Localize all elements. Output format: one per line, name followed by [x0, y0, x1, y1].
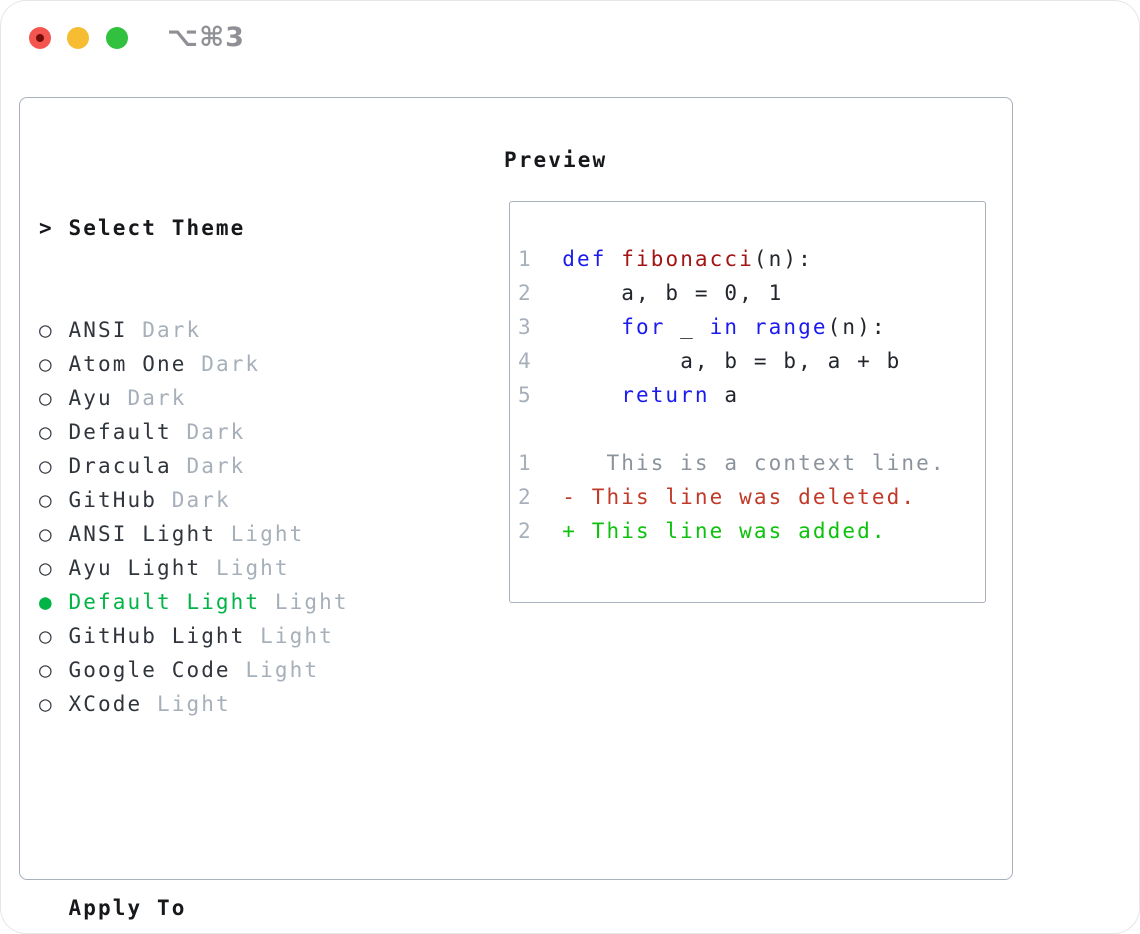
- apply-to-header: Apply To: [39, 891, 452, 925]
- theme-name: Ayu: [68, 386, 113, 410]
- theme-name: Ayu Light: [68, 556, 202, 580]
- preview-diff-context-line: 1 This is a context line.: [518, 446, 985, 480]
- theme-name: GitHub: [68, 488, 157, 512]
- preview-diff-added-line: 2 + This line was added.: [518, 514, 985, 548]
- theme-variant-tag: Light: [245, 658, 320, 682]
- theme-name: GitHub Light: [68, 624, 246, 648]
- code-token: a: [709, 383, 740, 407]
- code-token: in: [709, 315, 740, 339]
- radio-unselected-icon: ○: [39, 692, 69, 716]
- theme-option-ansi-light[interactable]: ○ ANSI Light Light: [39, 517, 452, 551]
- radio-unselected-icon: ○: [39, 386, 69, 410]
- theme-variant-tag: Dark: [186, 420, 246, 444]
- theme-variant-tag: Dark: [142, 318, 202, 342]
- code-token: return: [621, 383, 710, 407]
- code-token: for: [621, 315, 666, 339]
- preview-diff-deleted-line: 2 - This line was deleted.: [518, 480, 985, 514]
- theme-variant-tag: Dark: [127, 386, 187, 410]
- radio-unselected-icon: ○: [39, 318, 69, 342]
- maximize-button[interactable]: [106, 27, 128, 49]
- preview-blank-line: [518, 412, 985, 446]
- line-number: 2: [518, 519, 563, 543]
- theme-name: Dracula: [68, 454, 172, 478]
- code-token: - This line was deleted.: [562, 485, 917, 509]
- line-number: 2: [518, 485, 563, 509]
- theme-name: ANSI: [68, 318, 128, 342]
- radio-unselected-icon: ○: [39, 454, 69, 478]
- theme-option-default[interactable]: ○ Default Dark: [39, 415, 452, 449]
- titlebar: ⌥⌘3: [0, 0, 1140, 76]
- theme-option-ayu[interactable]: ○ Ayu Dark: [39, 381, 452, 415]
- theme-option-xcode[interactable]: ○ XCode Light: [39, 687, 452, 721]
- line-number: 3: [518, 315, 622, 339]
- theme-option-ayu-light[interactable]: ○ Ayu Light Light: [39, 551, 452, 585]
- theme-variant-tag: Light: [260, 624, 334, 648]
- radio-unselected-icon: ○: [39, 488, 69, 512]
- theme-variant-tag: Light: [156, 692, 231, 716]
- code-token: _: [665, 315, 710, 339]
- theme-variant-tag: Dark: [186, 454, 246, 478]
- theme-variant-tag: Light: [230, 522, 305, 546]
- close-button[interactable]: [29, 27, 51, 49]
- code-token: (n):: [753, 247, 813, 271]
- radio-unselected-icon: ○: [39, 624, 69, 648]
- theme-name: Default Light: [68, 590, 261, 614]
- line-number: 1: [518, 247, 563, 271]
- preview-code-line: 3 for _ in range(n):: [518, 310, 985, 344]
- theme-name: Atom One: [68, 352, 187, 376]
- minimize-button[interactable]: [67, 27, 89, 49]
- theme-picker-panel: > Select Theme ○ ANSI Dark○ Atom One Dar…: [19, 97, 1013, 920]
- preview-code-line: 4 a, b = b, a + b: [518, 344, 985, 378]
- theme-option-github-light[interactable]: ○ GitHub Light Light: [39, 619, 452, 653]
- code-token: + This line was added.: [562, 519, 887, 543]
- theme-option-ansi[interactable]: ○ ANSI Dark: [39, 313, 452, 347]
- theme-option-google-code[interactable]: ○ Google Code Light: [39, 653, 452, 687]
- select-theme-header: > Select Theme: [39, 211, 452, 245]
- line-number: 1: [518, 451, 607, 475]
- preview-code-line: 2 a, b = 0, 1: [518, 276, 985, 310]
- code-token: This is a context line.: [606, 451, 946, 475]
- radio-unselected-icon: ○: [39, 556, 69, 580]
- code-token: a, b = b, a + b: [680, 349, 902, 373]
- radio-unselected-icon: ○: [39, 420, 69, 444]
- line-number: 5: [518, 383, 622, 407]
- code-token: [739, 315, 754, 339]
- theme-variant-tag: Light: [274, 590, 349, 614]
- radio-selected-icon: ●: [39, 590, 69, 614]
- apply-to-header-label: Apply To: [68, 896, 187, 920]
- code-token: [606, 247, 621, 271]
- code-token: a, b = 0, 1: [621, 281, 784, 305]
- line-number: 4: [518, 349, 681, 373]
- radio-unselected-icon: ○: [39, 658, 69, 682]
- code-token: def: [562, 247, 607, 271]
- window-title: ⌥⌘3: [167, 22, 245, 53]
- code-token: fibonacci: [621, 247, 754, 271]
- preview-header: Preview: [504, 148, 608, 172]
- theme-option-default-light[interactable]: ● Default Light Light: [39, 585, 452, 619]
- theme-option-dracula[interactable]: ○ Dracula Dark: [39, 449, 452, 483]
- theme-variant-tag: Dark: [171, 488, 231, 512]
- preview-code-line: 1 def fibonacci(n):: [518, 242, 985, 276]
- theme-variant-tag: Dark: [201, 352, 261, 376]
- theme-name: Google Code: [68, 658, 231, 682]
- theme-variant-tag: Light: [215, 556, 290, 580]
- theme-name: XCode: [68, 692, 143, 716]
- theme-list-column: > Select Theme ○ ANSI Dark○ Atom One Dar…: [39, 143, 452, 934]
- close-dot-icon: [36, 34, 44, 42]
- radio-unselected-icon: ○: [39, 522, 69, 546]
- theme-name: Default: [68, 420, 172, 444]
- theme-name: ANSI Light: [68, 522, 216, 546]
- theme-options-list: ○ ANSI Dark○ Atom One Dark○ Ayu Dark○ De…: [39, 313, 452, 721]
- code-token: range: [753, 315, 828, 339]
- preview-code-line: 5 return a: [518, 378, 985, 412]
- code-token: (n):: [827, 315, 887, 339]
- select-theme-header-label: Select Theme: [68, 216, 246, 240]
- line-number: 2: [518, 281, 622, 305]
- theme-option-atom-one[interactable]: ○ Atom One Dark: [39, 347, 452, 381]
- radio-unselected-icon: ○: [39, 352, 69, 376]
- theme-option-github[interactable]: ○ GitHub Dark: [39, 483, 452, 517]
- focus-caret-icon: >: [39, 216, 69, 240]
